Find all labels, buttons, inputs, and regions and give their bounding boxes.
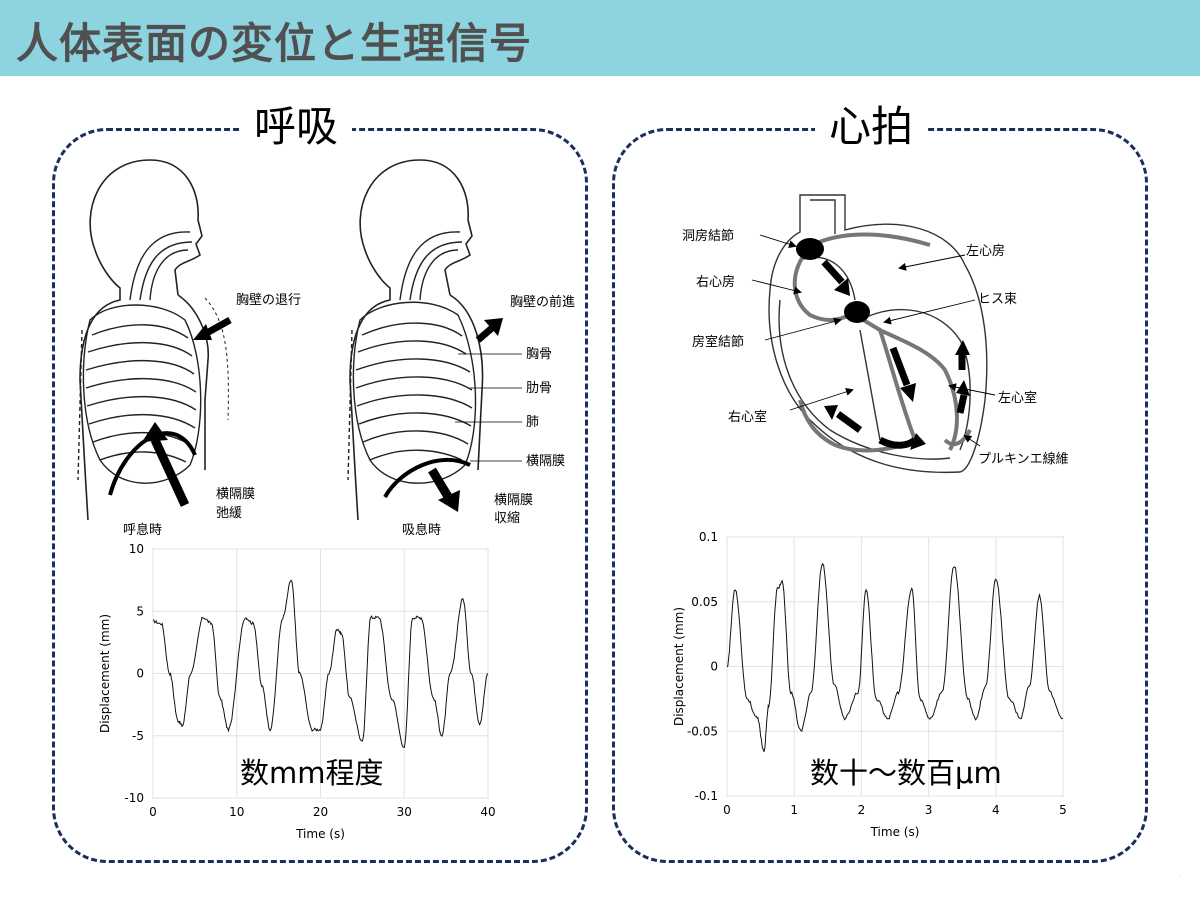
x-tick-label: 20 [313, 805, 328, 819]
y-axis-label: Displacement (mm) [98, 614, 112, 733]
label-right-atrium: 右心房 [696, 274, 735, 290]
inhale-diaphragm-arrow [428, 467, 454, 503]
title-bar: 人体表面の変位と生理信号 [0, 0, 1200, 76]
y-tick-label: 5 [136, 604, 144, 618]
inhale-diaphragm-arrowhead [438, 490, 460, 512]
label-left-atrium: 左心房 [966, 243, 1005, 259]
heartbeat-amplitude-note: 数十～数百μm [810, 756, 1002, 790]
heart-illustration [768, 194, 988, 474]
y-tick-label: 0 [136, 667, 144, 681]
label-diaphragm: 横隔膜 [526, 454, 565, 469]
x-tick-label: 3 [925, 803, 933, 817]
slide-title: 人体表面の変位と生理信号 [16, 19, 533, 68]
inhale-ribcage [347, 301, 477, 484]
label-purkinje: プルキンエ線維 [978, 451, 1069, 467]
exhale-ribcage [77, 304, 202, 484]
label-lung: 肺 [526, 415, 539, 430]
x-tick-label: 4 [992, 803, 1000, 817]
label-sternum: 胸骨 [526, 347, 552, 362]
label-rib: 肋骨 [526, 381, 552, 396]
y-tick-label: 10 [129, 542, 144, 556]
conduction-pathway [792, 232, 972, 453]
x-tick-label: 2 [858, 803, 866, 817]
displacement-series-line [726, 562, 1064, 753]
exhale-diaphragm-arrow [150, 438, 190, 507]
respiration-panel-title: 呼吸 [240, 101, 353, 153]
inhale-airway [399, 231, 463, 301]
x-tick-label: 40 [480, 805, 495, 819]
x-tick-label: 5 [1059, 803, 1067, 817]
label-sa-node: 洞房結節 [682, 228, 734, 244]
y-tick-label: -10 [124, 791, 144, 805]
respiration-amplitude-note: 数mm程度 [240, 756, 384, 790]
chest-recede-arrowhead [193, 324, 212, 340]
label-diaphragm-relax-2: 弛緩 [216, 506, 242, 521]
y-tick-label: -5 [132, 729, 144, 743]
label-diaphragm-contract-1: 横隔膜 [494, 493, 533, 508]
label-av-node: 房室結節 [692, 334, 744, 350]
inhale-diaphragm-curve [383, 457, 471, 499]
label-left-ventricle: 左心室 [998, 390, 1037, 406]
label-diaphragm-contract-2: 収縮 [494, 510, 520, 526]
label-inhale: 吸息時 [402, 522, 441, 538]
inhale-label-leaders [455, 353, 522, 462]
y-tick-label: -0.05 [687, 724, 718, 738]
y-tick-label: -0.1 [695, 789, 718, 803]
y-tick-label: 0.05 [691, 595, 718, 609]
y-tick-label: 0 [710, 660, 718, 674]
respiration-panel: 呼吸 [52, 101, 588, 863]
y-tick-label: 0.1 [699, 530, 718, 544]
chest-recede-arrow [203, 316, 232, 338]
heartbeat-panel: 心拍 [612, 101, 1148, 863]
label-chest-advance: 胸壁の前進 [510, 294, 575, 310]
x-tick-label: 1 [790, 803, 798, 817]
chest-advance-arrow [475, 325, 495, 343]
exhale-diaphragm-arrowhead [142, 422, 168, 442]
chest-advance-arrowhead [484, 318, 503, 336]
slide-number-mark: · [1178, 871, 1182, 882]
x-tick-label: 10 [229, 805, 244, 819]
x-tick-label: 30 [397, 805, 412, 819]
conduction-arrowheads [824, 278, 970, 450]
x-tick-label: 0 [723, 803, 731, 817]
av-node-marker [844, 301, 870, 323]
label-chest-recede: 胸壁の退行 [236, 293, 301, 308]
y-axis-label: Displacement (mm) [672, 607, 686, 726]
exhale-airway [129, 231, 193, 301]
x-axis-label: Time (s) [870, 825, 920, 839]
x-axis-label: Time (s) [295, 827, 345, 841]
heart-label-leaders [751, 234, 996, 447]
displacement-series-line [153, 579, 489, 749]
heartbeat-panel-title: 心拍 [815, 101, 928, 153]
label-his-bundle: ヒス束 [978, 292, 1017, 307]
label-diaphragm-relax-1: 横隔膜 [216, 487, 255, 502]
label-right-ventricle: 右心室 [728, 409, 767, 425]
sa-node-marker [796, 238, 824, 260]
x-tick-label: 0 [149, 805, 157, 819]
label-exhale: 呼息時 [123, 522, 162, 538]
